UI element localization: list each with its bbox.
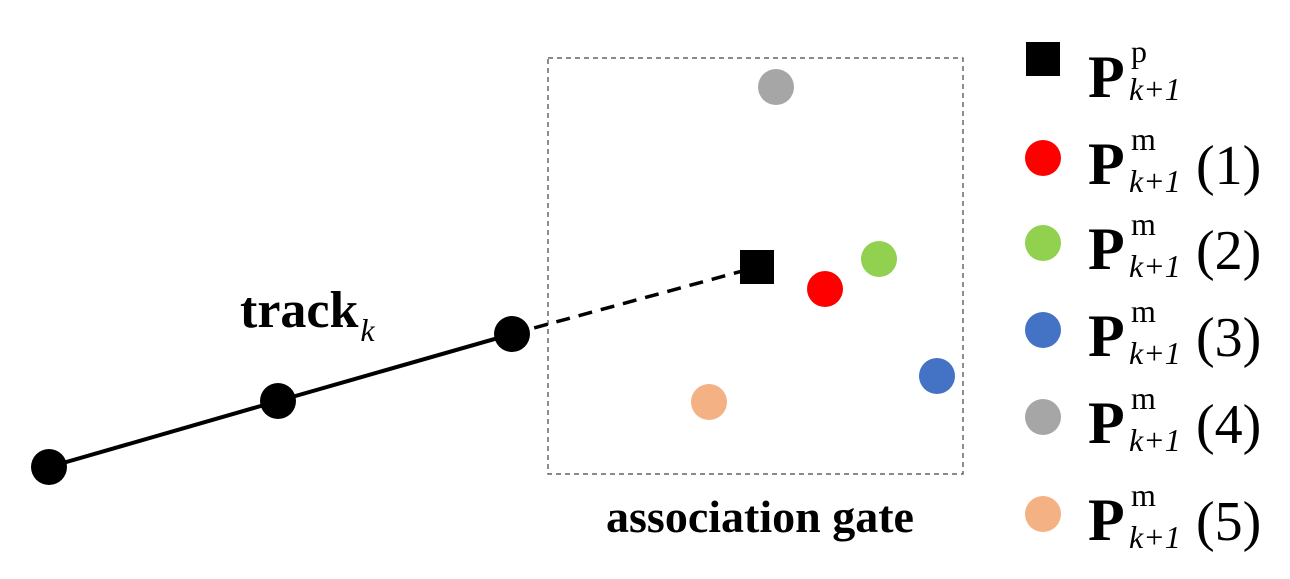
predicted-position-marker <box>740 250 774 284</box>
legend-square-icon <box>1026 42 1060 76</box>
track-segment <box>277 332 513 403</box>
measurement-point-2 <box>861 241 897 277</box>
legend-dot-icon <box>1025 225 1061 261</box>
legend-dot-icon <box>1025 496 1061 532</box>
legend-superscript: m <box>1131 380 1156 416</box>
legend-entry-predicted: P p k+1 <box>1026 33 1181 110</box>
legend-symbol: P <box>1088 216 1125 282</box>
legend-index: (3) <box>1196 307 1261 369</box>
legend: P p k+1 P m k+1 (1) P m k+1 (2) P m k+1 … <box>1025 33 1261 555</box>
legend-index: (4) <box>1196 394 1261 456</box>
legend-symbol: P <box>1088 390 1125 456</box>
legend-dot-icon <box>1025 399 1061 435</box>
track-point <box>31 449 67 485</box>
legend-superscript: m <box>1131 477 1156 513</box>
legend-subscript: k+1 <box>1129 519 1181 555</box>
legend-index: (5) <box>1196 491 1261 553</box>
legend-dot-icon <box>1025 140 1061 176</box>
legend-entry-measurement-5: P m k+1 (5) <box>1025 477 1261 555</box>
measurement-point-1 <box>807 271 843 307</box>
track-segment <box>48 399 279 469</box>
legend-superscript: m <box>1131 206 1156 242</box>
legend-subscript: k+1 <box>1129 163 1181 199</box>
measurement-point-5 <box>691 384 727 420</box>
legend-subscript: k+1 <box>1129 335 1181 371</box>
legend-entry-measurement-3: P m k+1 (3) <box>1025 293 1261 371</box>
track-point <box>260 383 296 419</box>
legend-subscript: k+1 <box>1129 71 1181 107</box>
legend-symbol: P <box>1088 44 1125 110</box>
legend-entry-measurement-2: P m k+1 (2) <box>1025 206 1261 284</box>
measurement-point-3 <box>919 358 955 394</box>
association-gate-box <box>547 57 964 475</box>
track-label-main: track <box>240 282 358 339</box>
track-point <box>494 316 530 352</box>
track-label: trackk <box>240 282 375 348</box>
legend-subscript: k+1 <box>1129 248 1181 284</box>
gate-label: association gate <box>606 491 914 542</box>
legend-symbol: P <box>1088 487 1125 553</box>
track-label-subscript: k <box>360 312 375 348</box>
measurement-point-4 <box>758 69 794 105</box>
legend-index: (2) <box>1196 220 1261 282</box>
legend-index: (1) <box>1196 135 1261 197</box>
predicted-path-segment <box>511 265 758 336</box>
legend-entry-measurement-1: P m k+1 (1) <box>1025 121 1261 199</box>
legend-symbol: P <box>1088 131 1125 197</box>
legend-subscript: k+1 <box>1129 422 1181 458</box>
legend-entry-measurement-4: P m k+1 (4) <box>1025 380 1261 458</box>
legend-superscript: p <box>1131 33 1147 69</box>
legend-superscript: m <box>1131 293 1156 329</box>
legend-symbol: P <box>1088 303 1125 369</box>
legend-superscript: m <box>1131 121 1156 157</box>
legend-dot-icon <box>1025 312 1061 348</box>
